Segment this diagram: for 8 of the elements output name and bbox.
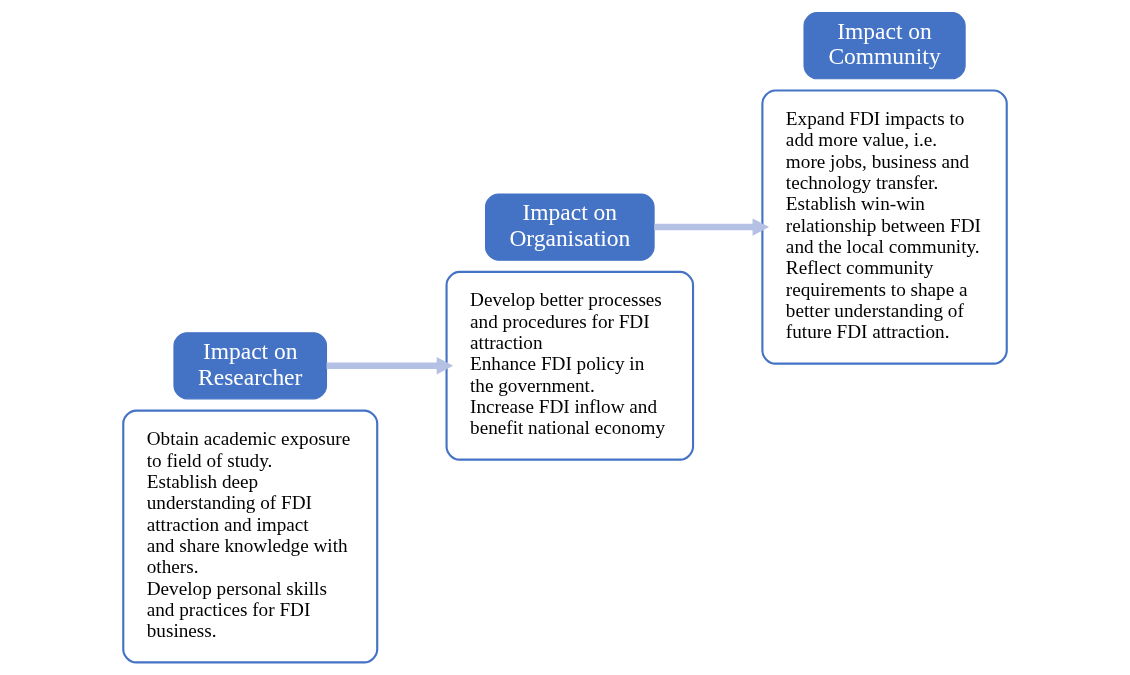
arrow xyxy=(654,218,770,236)
node-box: Impact on Organisation xyxy=(484,193,655,261)
node-box: Obtain academic exposure to field of study. Establish deep understanding of FDI attraction and impact and share knowledge with others. Develop personal skills and practices for FDI business. xyxy=(122,409,379,664)
node-box: Develop better processes and procedures for FDI attraction Enhance FDI policy in the government. Increase FDI inflow and benefit national economy xyxy=(445,270,695,461)
arrow xyxy=(326,357,454,375)
node-box: Expand FDI impacts to add more value, i.e. more jobs, business and technology transfer. Establish win-win relationship between FDI and the local community. Reflect community requirements to shape a better understanding of future FDI attraction. xyxy=(761,89,1008,365)
node-box: Impact on Researcher xyxy=(173,332,328,400)
node-box: Impact on Community xyxy=(803,12,966,80)
